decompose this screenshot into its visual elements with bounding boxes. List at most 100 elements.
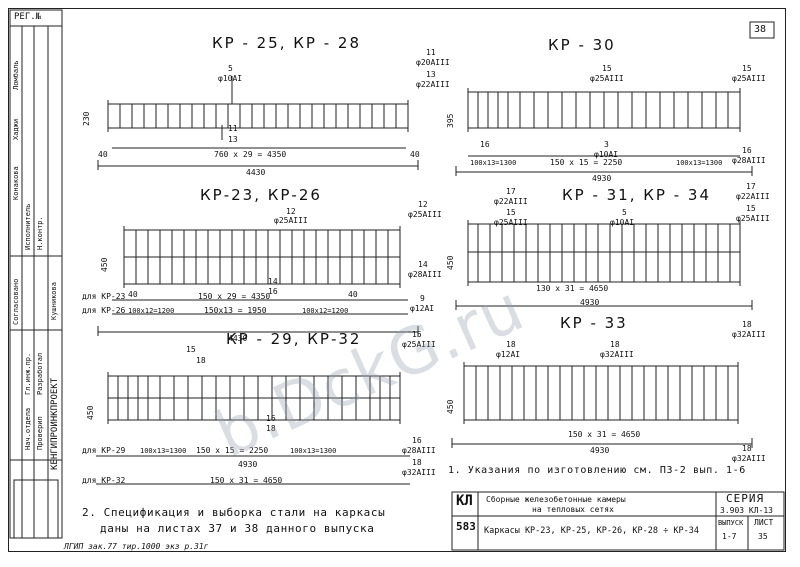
titleblock-lines xyxy=(13,479,785,551)
kp31-bar-top: φ22АIII xyxy=(494,197,528,206)
kp31-pos-top: 17 xyxy=(506,187,516,196)
kp23-title: КР-23, КР-26 xyxy=(200,186,322,204)
kp23-pos-bot1: 14 xyxy=(268,277,278,286)
kp29-pos-bot1: 16 xyxy=(266,414,276,423)
name-2: Хаджи xyxy=(12,118,20,140)
frame-kp33 xyxy=(451,362,753,448)
kp33-pos-top2: 18 xyxy=(610,340,620,349)
kp29-tag2: φ25АIII xyxy=(402,340,436,349)
kp23-height: 450 xyxy=(100,257,109,272)
kp23-bar-top: φ25АIII xyxy=(274,216,308,225)
kp25-tag2: φ20АIII xyxy=(416,58,450,67)
kp29-row2-label: для КР-32 xyxy=(82,476,126,485)
kp30-spacing-r: 100х13=1300 xyxy=(676,159,723,167)
kp23-row2-m: 150х13 = 1950 xyxy=(204,306,267,315)
kp30-pos-left: 16 xyxy=(480,140,490,149)
kp29-row1-label: для КР-29 xyxy=(82,446,126,455)
kp23-tag2: φ25АIII xyxy=(408,210,442,219)
kp30-tag4: φ28АIII xyxy=(732,156,766,165)
role-4: Разработал xyxy=(36,352,44,395)
frame-kp29 xyxy=(96,372,410,485)
kp31-title: КР - 31, КР - 34 xyxy=(562,186,711,204)
role-6: Н.контр. xyxy=(36,216,44,250)
organization-name: КЕНГИПРОИНКПРОЕКТ xyxy=(50,377,60,470)
kp25-tag4: φ22АIII xyxy=(416,80,450,89)
kp31-pos-mid: 5 xyxy=(622,208,627,217)
kp31-tag4: φ25АIII xyxy=(736,214,770,223)
kp23-row2-l: 100х12=1200 xyxy=(128,307,175,315)
kp23-length: 4430 xyxy=(228,334,248,343)
kp31-length: 4930 xyxy=(580,298,600,307)
kp31-bar-mid: φ10АI xyxy=(610,218,635,227)
kp25-spacing: 760 х 29 = 4350 xyxy=(214,150,287,159)
kp33-title: КР - 33 xyxy=(560,314,628,332)
kp25-tag1: 11 xyxy=(426,48,436,57)
kp29-length: 4930 xyxy=(238,460,258,469)
seria-value: 3.903 КЛ-13 xyxy=(720,506,773,515)
stamp-box xyxy=(9,9,63,27)
kp33-pos-top: 18 xyxy=(506,340,516,349)
sheet-number: 38 xyxy=(754,24,767,35)
kp30-tag3: 16 xyxy=(742,146,752,155)
kp29-pos-top2: 18 xyxy=(196,356,206,365)
kp23-tag1: 12 xyxy=(418,200,428,209)
kp29-tag1: 15 xyxy=(412,330,422,339)
kp25-length: 4430 xyxy=(246,168,266,177)
kp23-pos-top: 12 xyxy=(286,207,296,216)
kp23-tag3: 14 xyxy=(418,260,428,269)
note-1: 1. Указания по изготовлению см. ПЗ-2 вып… xyxy=(448,465,746,476)
kp29-row2-m: 150 х 31 = 4650 xyxy=(210,476,283,485)
kp33-tag3: 18 xyxy=(742,444,752,453)
name-3: Ломбаль xyxy=(12,60,20,90)
kp29-title: КР - 29, КР-32 xyxy=(226,330,362,348)
sheet-number-box xyxy=(749,21,775,39)
kp25-bar-top: φ10АI xyxy=(218,74,243,83)
kp31-tag1: 17 xyxy=(746,182,756,191)
approved-label: Согласовано xyxy=(12,278,20,325)
kp23-row1: 150 х 29 = 4350 xyxy=(198,292,271,301)
kp23-pos-bot2: 16 xyxy=(268,287,278,296)
kp30-tag2: φ25АIII xyxy=(732,74,766,83)
kp29-tag6: φ32АIII xyxy=(402,468,436,477)
kp23-right: 40 xyxy=(348,290,358,299)
kp31-spacing: 130 х 31 = 4650 xyxy=(536,284,609,293)
kp23-row2-r: 100х12=1200 xyxy=(302,307,349,315)
kp25-pos-bot1: 11 xyxy=(228,124,238,133)
titleblock-line2: на тепловых сетях xyxy=(532,505,614,514)
kp33-spacing: 150 х 31 = 4650 xyxy=(568,430,641,439)
kp33-length: 4930 xyxy=(590,446,610,455)
kp31-height: 450 xyxy=(446,255,455,270)
kp25-title: КР - 25, КР - 28 xyxy=(212,34,361,52)
titleblock-code: 583 xyxy=(456,520,476,533)
kp30-title: КР - 30 xyxy=(548,36,616,54)
kp31-pos-left: 9 xyxy=(420,294,425,303)
note-2-line2: даны на листах 37 и 38 данного выпуска xyxy=(100,522,375,535)
vypusk-label: ВЫПУСК xyxy=(718,519,744,527)
footer-sign: ЛГИП зак.77 тир.1000 экз р.31г xyxy=(64,542,209,551)
drawing-sheet xyxy=(8,8,786,552)
role-3: Проверил xyxy=(36,416,44,450)
kp31-pos-top2: 15 xyxy=(506,208,516,217)
kp29-tag3: 16 xyxy=(412,436,422,445)
kp30-tag1: 15 xyxy=(742,64,752,73)
titleblock-line1: Сборные железобетонные камеры xyxy=(486,495,626,504)
kp29-row1-r: 100х13=1300 xyxy=(290,447,337,455)
kp30-pos-top: 15 xyxy=(602,64,612,73)
kp30-length: 4930 xyxy=(592,174,612,183)
kp25-tag3: 13 xyxy=(426,70,436,79)
kp25-left: 40 xyxy=(98,150,108,159)
kp25-pos-top: 5 xyxy=(228,64,233,73)
kp29-pos-bot2: 18 xyxy=(266,424,276,433)
kp23-row1-label: для КР-23 xyxy=(82,292,126,301)
name-1: Конакова xyxy=(12,166,20,200)
kp25-right: 40 xyxy=(410,150,420,159)
titleblock-caption: Каркасы КР-23, КР-25, КР-26, КР-28 ÷ КР-… xyxy=(484,526,699,536)
role-1: Нач.отдела xyxy=(24,407,32,450)
kp30-spacing-l: 100х13=1300 xyxy=(470,159,517,167)
frame-kp31 xyxy=(455,220,753,310)
kp31-tag2: φ22АIII xyxy=(736,192,770,201)
kp23-row2-label: для КР-26 xyxy=(82,306,126,315)
list-label: ЛИСТ xyxy=(754,518,774,527)
list-value: 35 xyxy=(758,532,768,541)
